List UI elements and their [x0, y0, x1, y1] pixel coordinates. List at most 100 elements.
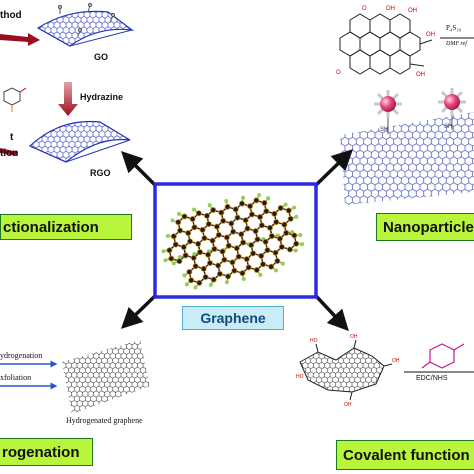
- carbon-atom: [219, 248, 226, 255]
- svg-text:OH: OH: [408, 8, 417, 14]
- carbon-atom: [229, 259, 236, 266]
- carbon-atom: [238, 200, 245, 207]
- exfoliation-step: xfoliation: [0, 373, 32, 382]
- hydrazine-arrow: [58, 82, 78, 116]
- carbon-atom: [205, 251, 212, 258]
- carbon-atom: [254, 236, 261, 243]
- svg-text:SH: SH: [380, 127, 388, 133]
- svg-text:OH: OH: [426, 32, 435, 38]
- carbon-atom: [234, 214, 241, 221]
- reaction-arrow-bottom: [0, 148, 18, 156]
- hydrogen-atom: [224, 280, 229, 285]
- carbon-atom: [244, 225, 251, 232]
- svg-text:OH: OH: [392, 358, 400, 364]
- carbon-atom: [274, 258, 281, 265]
- carbon-atom: [203, 212, 210, 219]
- carbon-atom: [166, 247, 173, 254]
- carbon-atom: [177, 227, 184, 234]
- edc-nhs-label: EDC/NHS: [416, 375, 448, 382]
- hydrogen-atom: [224, 198, 229, 203]
- carbon-atom: [189, 215, 196, 222]
- hydrogen-atom: [193, 285, 198, 290]
- hydrogen-atom: [266, 196, 271, 201]
- carbon-atom: [192, 263, 199, 270]
- carbon-atom: [253, 197, 260, 204]
- carbon-atom: [172, 241, 179, 248]
- p4s10-label: P₄S₁₀: [446, 24, 462, 32]
- carbon-atom: [271, 210, 278, 217]
- hydrogen-atom: [298, 232, 303, 237]
- hydrogen-atom: [292, 205, 297, 210]
- carbon-atom: [273, 219, 280, 226]
- reaction-arrow-top: [0, 33, 40, 46]
- nanoparticle-sheet: [340, 108, 474, 205]
- carbon-atom: [221, 256, 228, 263]
- carbon-atom: [286, 246, 293, 253]
- carbon-atom: [210, 207, 217, 214]
- carbon-atom: [195, 240, 202, 247]
- carbon-atom: [281, 221, 288, 228]
- method-label: thod: [0, 10, 22, 21]
- carbon-atom: [195, 210, 202, 217]
- carbon-atom: [233, 245, 240, 252]
- hydrogen-atom: [280, 261, 285, 266]
- carbon-atom: [291, 232, 298, 239]
- carbon-atom: [186, 268, 193, 275]
- hydrogen-atom: [177, 255, 182, 260]
- go-functionalized-molecule: [299, 339, 393, 401]
- carbon-atom: [283, 229, 290, 236]
- carbon-atom: [168, 255, 175, 262]
- graphene-lattice: [161, 193, 305, 290]
- molecule-labels: O OH OH OH OH O: [336, 6, 435, 78]
- hydrogen-atom: [258, 272, 263, 277]
- hydrogen-atom: [241, 195, 246, 200]
- svg-text:OH: OH: [416, 72, 425, 78]
- carbon-atom: [266, 224, 273, 231]
- category-functionalization: ctionalization: [0, 214, 132, 240]
- reagent-molecule-left: [3, 87, 27, 112]
- carbon-atom: [228, 220, 235, 227]
- thiol-labels: SH SH: [380, 124, 452, 133]
- carbon-atom: [190, 254, 197, 261]
- hydrogen-atom: [208, 282, 213, 287]
- hydrogen-atom: [207, 203, 212, 208]
- carbon-atom: [238, 231, 245, 238]
- carbon-atom: [248, 211, 255, 218]
- arrow-top-right: [314, 149, 354, 187]
- carbon-atom: [277, 205, 284, 212]
- svg-text:SH: SH: [444, 124, 452, 130]
- hydrogen-atom: [182, 273, 187, 278]
- hydrogen-atom: [273, 268, 278, 273]
- hydrogen-atom: [161, 249, 166, 254]
- svg-text:HO: HO: [296, 374, 304, 380]
- hydrogen-atom: [163, 258, 168, 263]
- carbon-atom: [245, 264, 252, 271]
- carbon-atom: [225, 273, 232, 280]
- hydrogen-atom: [241, 277, 246, 282]
- hydrogen-atom: [165, 233, 170, 238]
- carbon-atom: [268, 263, 275, 270]
- hydrogen-atom: [283, 202, 288, 207]
- go-molecule-labels: HO OH OH OH HO: [296, 334, 400, 408]
- go-sheet: [36, 2, 135, 47]
- carbon-atom: [215, 231, 222, 238]
- carbon-atom: [261, 199, 268, 206]
- carbon-atom: [239, 270, 246, 277]
- carbon-atom: [262, 238, 269, 245]
- carbon-atom: [196, 279, 203, 286]
- carbon-atom: [240, 239, 247, 246]
- carbon-atom: [216, 270, 223, 277]
- nanoparticle-right: [438, 88, 466, 116]
- carbon-atom: [257, 213, 264, 220]
- carbon-atom: [180, 244, 187, 251]
- carbon-atom: [215, 262, 222, 269]
- hydrogen-atom: [170, 218, 175, 223]
- svg-text:OH: OH: [344, 402, 352, 408]
- carbon-atom: [218, 209, 225, 216]
- hydrogen-atom: [257, 193, 262, 198]
- carbon-atom: [200, 265, 207, 272]
- hydrogenated-sheet: [62, 340, 150, 414]
- carbon-atom: [185, 230, 192, 237]
- category-covalent: Covalent function: [336, 440, 474, 470]
- carbon-atom: [278, 243, 285, 250]
